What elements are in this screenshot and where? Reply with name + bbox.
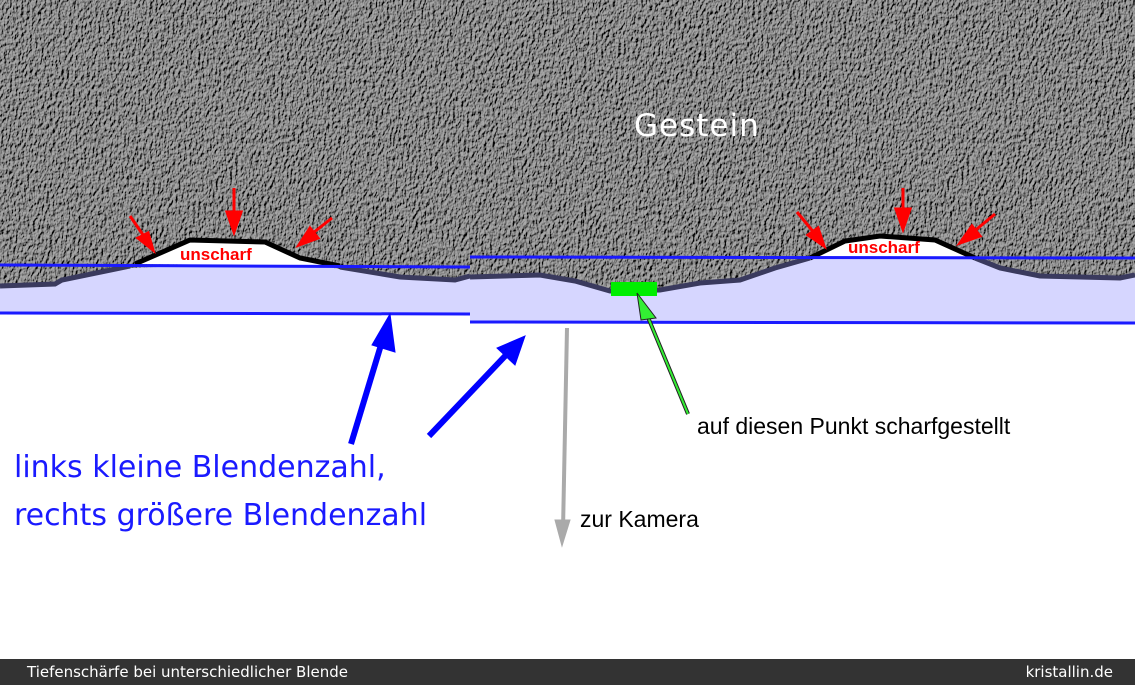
surface-right-bump bbox=[808, 233, 977, 261]
footer-site: kristallin.de bbox=[1025, 663, 1113, 681]
blur-arrows bbox=[128, 188, 996, 255]
depth-field-right bbox=[470, 258, 1135, 323]
surface-left-rest bbox=[339, 264, 471, 283]
aperture-note-line2: rechts größere Blendenzahl bbox=[14, 498, 428, 533]
rock-label: Gestein bbox=[634, 108, 760, 144]
footer-bar: Tiefenschärfe bei unterschiedlicher Blen… bbox=[0, 659, 1135, 685]
footer-caption: Tiefenschärfe bei unterschiedlicher Blen… bbox=[27, 663, 348, 681]
focus-limit-near-left bbox=[0, 311, 471, 316]
focus-arrow bbox=[636, 292, 690, 415]
aperture-arrows bbox=[348, 312, 526, 445]
focus-limit-near-right bbox=[469, 320, 1135, 325]
surface-left bbox=[0, 263, 131, 289]
focus-point-marker bbox=[611, 282, 657, 296]
focus-limit-far-right bbox=[469, 255, 1135, 260]
camera-label: zur Kamera bbox=[580, 506, 699, 532]
surface-right bbox=[469, 255, 811, 294]
blur-zone-left bbox=[135, 240, 340, 266]
blur-label-left: unscharf bbox=[180, 245, 252, 264]
focus-limit-far-left bbox=[0, 263, 471, 269]
aperture-note-line1: links kleine Blendenzahl, bbox=[14, 450, 386, 485]
depth-field-left bbox=[0, 262, 470, 313]
focus-point-label: auf diesen Punkt scharfgestellt bbox=[697, 413, 1011, 439]
surface-right-rest bbox=[974, 255, 1135, 281]
surface-left-bump bbox=[134, 237, 341, 269]
blur-label-right: unscharf bbox=[848, 238, 920, 257]
camera-arrow bbox=[554, 327, 571, 548]
